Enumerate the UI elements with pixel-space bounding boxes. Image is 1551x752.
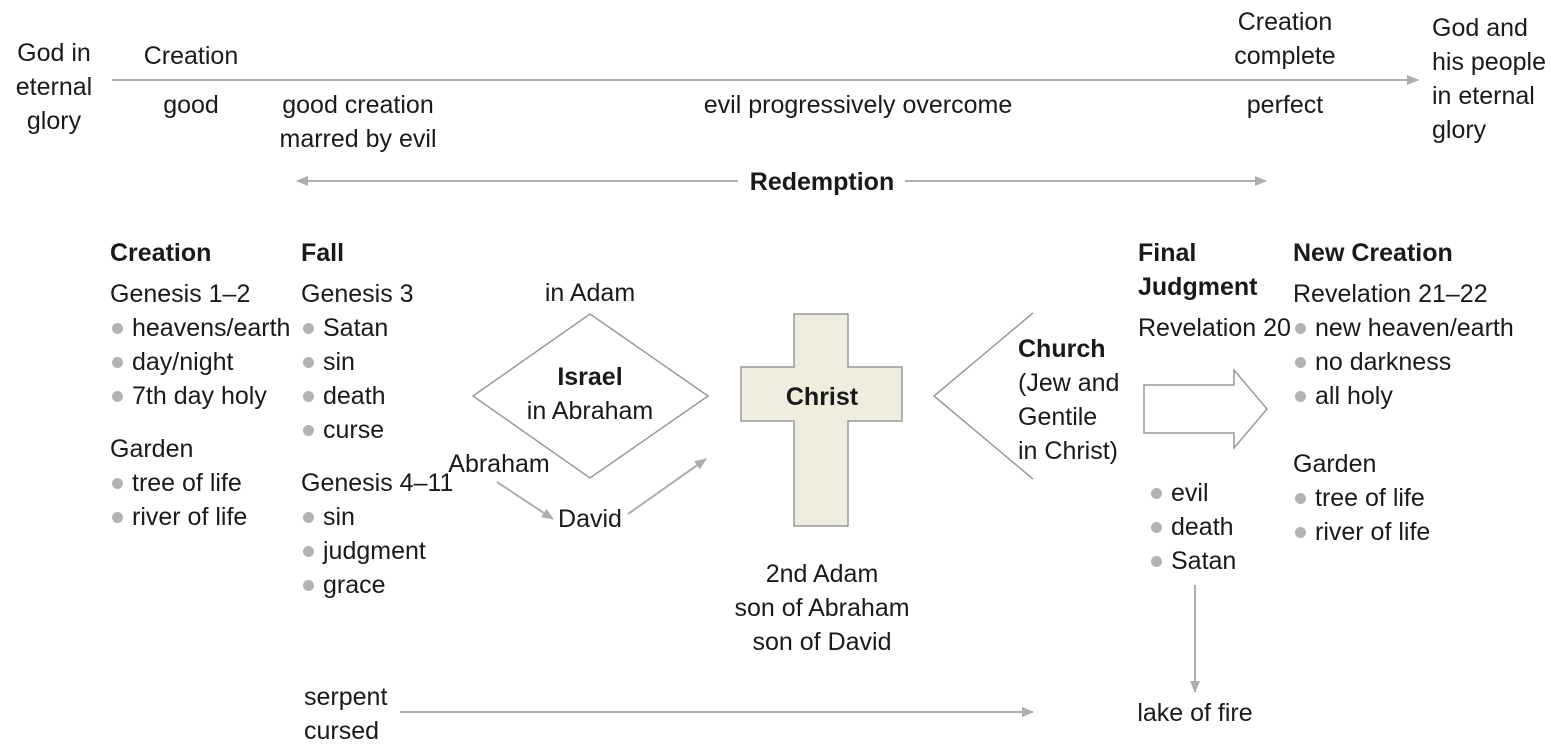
list-item: day/night: [110, 345, 290, 379]
fall-list2: sin judgment grace: [301, 500, 426, 602]
new-creation-garden-list: tree of life river of life: [1293, 481, 1430, 549]
list-item: sin: [301, 500, 426, 534]
fall-ref: Genesis 3: [301, 280, 414, 308]
abraham-to-david-arrow: [496, 481, 554, 520]
new-creation-garden-label: Garden: [1293, 450, 1377, 478]
list-item: grace: [301, 568, 426, 602]
lake-label: lake of fire: [1137, 699, 1253, 727]
list-item: river of life: [110, 500, 247, 534]
judgment-ref: Revelation 20: [1138, 314, 1291, 342]
christ-title: Christ: [785, 383, 859, 411]
creation-ref: Genesis 1–2: [110, 280, 251, 308]
israel-title: Israel: [557, 363, 623, 391]
list-item: heavens/earth: [110, 311, 290, 345]
fall-list: Satan sin death curse: [301, 311, 388, 447]
in-adam-label: in Adam: [544, 279, 636, 307]
new-creation-list: new heaven/earth no darkness all holy: [1293, 311, 1514, 413]
israel-subtitle: in Abraham: [526, 397, 654, 425]
church-subtitle: (Jew and Gentile in Christ): [1018, 369, 1120, 465]
list-item: tree of life: [110, 466, 247, 500]
list-item: 7th day holy: [110, 379, 290, 413]
creation-list: heavens/earth day/night 7th day holy: [110, 311, 290, 413]
judgment-block-arrow: [1143, 367, 1268, 451]
abraham-label: Abraham: [448, 450, 550, 478]
creation-heading: Creation: [110, 239, 212, 267]
complete-label: Creation complete: [1234, 8, 1336, 70]
fall-heading: Fall: [301, 239, 345, 267]
serpent-label: serpent cursed: [304, 683, 388, 745]
list-item: sin: [301, 345, 388, 379]
israel-diamond: [471, 313, 710, 479]
new-creation-heading: New Creation: [1293, 239, 1453, 267]
creation-garden-label: Garden: [110, 435, 194, 463]
fall-state-label: good creation marred by evil: [279, 91, 437, 153]
list-item: curse: [301, 413, 388, 447]
christ-cross: [740, 313, 903, 527]
list-item: death: [1149, 510, 1236, 544]
list-item: all holy: [1293, 379, 1514, 413]
list-item: judgment: [301, 534, 426, 568]
list-item: river of life: [1293, 515, 1430, 549]
list-item: new heaven/earth: [1293, 311, 1514, 345]
list-item: no darkness: [1293, 345, 1514, 379]
church-chevron: [932, 312, 1034, 480]
judgment-heading: Final Judgment: [1138, 239, 1258, 301]
list-item: death: [301, 379, 388, 413]
list-item: evil: [1149, 476, 1236, 510]
start-label: God in eternal glory: [15, 39, 93, 135]
list-item: tree of life: [1293, 481, 1430, 515]
church-title: Church: [1018, 335, 1106, 363]
fall-ref2: Genesis 4–11: [301, 469, 454, 497]
list-item: Satan: [301, 311, 388, 345]
judgment-list: evil death Satan: [1149, 476, 1236, 578]
david-label: David: [558, 505, 622, 533]
middle-state-label: evil progressively overcome: [703, 91, 1013, 119]
creation-garden-list: tree of life river of life: [110, 466, 247, 534]
creation-state-label: good: [163, 91, 219, 119]
list-item: Satan: [1149, 544, 1236, 578]
christ-caption: 2nd Adam son of Abraham son of David: [734, 560, 910, 656]
creation-timeline-label: Creation: [143, 42, 239, 70]
end-label: God and his people in eternal glory: [1432, 14, 1546, 144]
david-to-christ-arrow: [627, 458, 707, 515]
complete-state-label: perfect: [1246, 91, 1324, 119]
new-creation-ref: Revelation 21–22: [1293, 280, 1488, 308]
redemption-label: Redemption: [749, 168, 895, 196]
